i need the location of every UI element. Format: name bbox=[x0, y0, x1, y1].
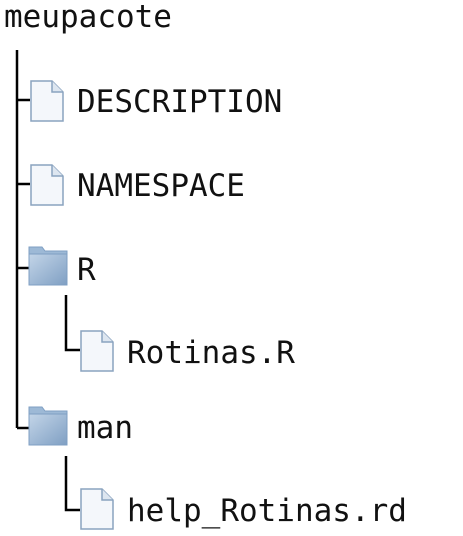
item-namespace[interactable]: NAMESPACE bbox=[77, 168, 245, 204]
branch-help bbox=[64, 456, 80, 512]
file-icon bbox=[80, 488, 114, 530]
item-man-folder[interactable]: man bbox=[77, 410, 133, 446]
root-label: meupacote bbox=[4, 0, 172, 35]
folder-icon bbox=[28, 406, 68, 446]
item-description[interactable]: DESCRIPTION bbox=[77, 84, 283, 120]
file-icon bbox=[80, 330, 114, 372]
branch-rotinas bbox=[64, 295, 80, 352]
folder-icon bbox=[28, 246, 68, 286]
item-rotinas-r[interactable]: Rotinas.R bbox=[127, 335, 295, 371]
file-icon bbox=[30, 80, 64, 122]
file-icon bbox=[30, 164, 64, 206]
item-r-folder[interactable]: R bbox=[77, 252, 96, 288]
item-help-rotinas-rd[interactable]: help_Rotinas.rd bbox=[127, 493, 407, 529]
